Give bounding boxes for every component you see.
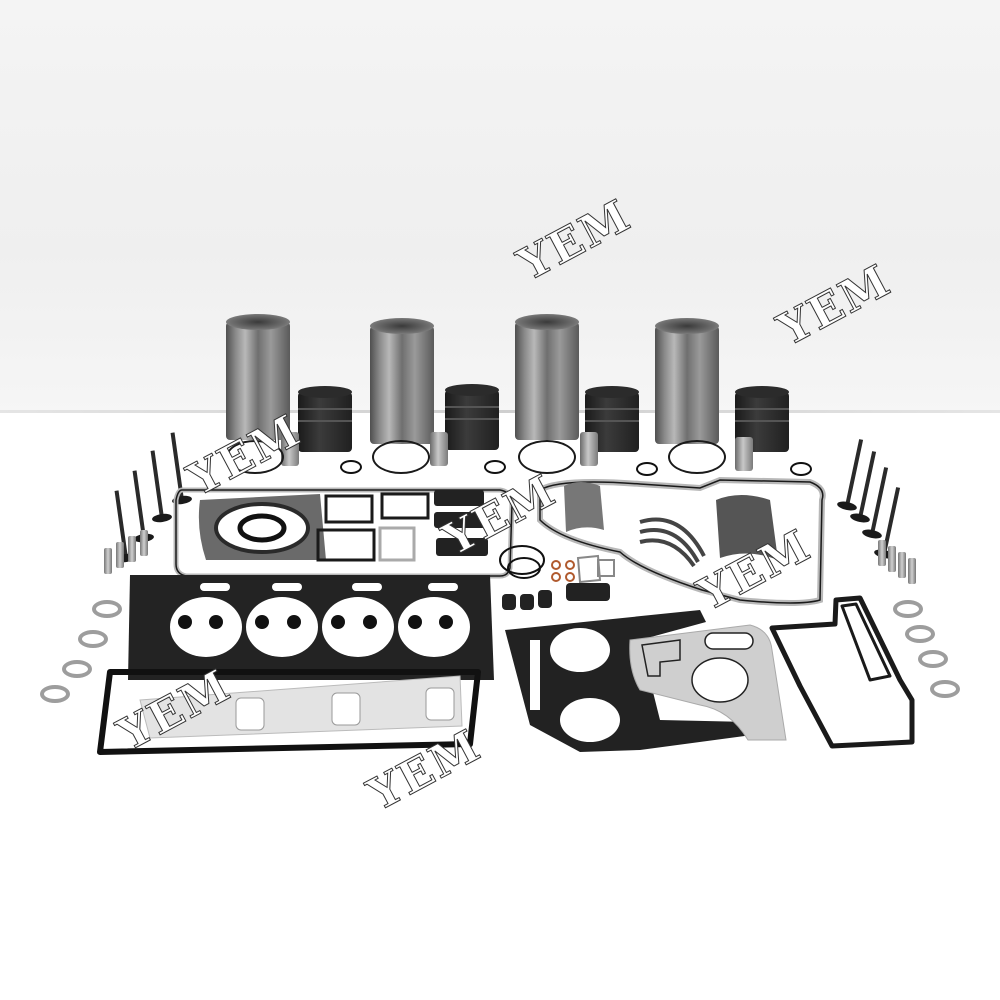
timing-cover-gasket bbox=[537, 476, 826, 606]
cylinder-liner-4 bbox=[655, 318, 719, 444]
circlip-2 bbox=[484, 460, 506, 474]
piston-4 bbox=[735, 386, 789, 452]
rear-seal-housing bbox=[198, 494, 326, 560]
cylinder-head-gasket bbox=[128, 575, 494, 680]
piston-pin-1 bbox=[281, 432, 299, 466]
valve-guide-left-2 bbox=[116, 542, 124, 568]
valve-seat-left-2 bbox=[78, 630, 108, 648]
o-rings bbox=[499, 545, 545, 579]
valve-guide-right-2 bbox=[888, 546, 896, 572]
circlip-1 bbox=[340, 460, 362, 474]
cylinder-liner-2 bbox=[370, 318, 434, 444]
horizon-line bbox=[0, 410, 1000, 413]
main-bearing-stack bbox=[564, 482, 604, 532]
circlip-3 bbox=[636, 462, 658, 476]
piston-pin-3 bbox=[580, 432, 598, 466]
piston-ring-set-1 bbox=[226, 440, 284, 474]
valve-seat-left-4 bbox=[40, 685, 70, 703]
valve-guide-left-3 bbox=[128, 536, 136, 562]
small-square-gaskets bbox=[316, 492, 430, 562]
piston-ring-set-4 bbox=[668, 440, 726, 474]
piston-2 bbox=[445, 384, 499, 450]
circlip-4 bbox=[790, 462, 812, 476]
front-plate-gasket bbox=[505, 610, 752, 752]
backdrop bbox=[0, 0, 1000, 420]
valve-seat-right-1 bbox=[893, 600, 923, 618]
piston-pin-4 bbox=[735, 437, 753, 471]
cover-gaskets bbox=[434, 490, 488, 556]
oil-cooler-gasket bbox=[769, 595, 915, 749]
valve-guide-left-1 bbox=[104, 548, 112, 574]
valve-seat-left-3 bbox=[62, 660, 92, 678]
piston-pin-2 bbox=[430, 432, 448, 466]
valve-cover-gasket bbox=[97, 669, 481, 755]
valve-seat-right-3 bbox=[918, 650, 948, 668]
exhaust-manifold-gasket bbox=[139, 675, 463, 739]
piston-ring-set-3 bbox=[518, 440, 576, 474]
copper-washers bbox=[551, 560, 575, 582]
valve-guide-right-4 bbox=[908, 558, 916, 584]
valve-guide-left-4 bbox=[140, 530, 148, 556]
piston-1 bbox=[298, 386, 352, 452]
small-flange-gaskets bbox=[502, 583, 610, 610]
water-pump-gasket bbox=[629, 624, 787, 741]
oil-pan-gasket bbox=[173, 487, 515, 579]
cylinder-liner-3 bbox=[515, 314, 579, 440]
valve-seat-left-1 bbox=[92, 600, 122, 618]
valve-guide-right-3 bbox=[898, 552, 906, 578]
valve-seat-right-2 bbox=[905, 625, 935, 643]
piston-ring-set-2 bbox=[372, 440, 430, 474]
turbo-gaskets bbox=[576, 554, 615, 584]
conrod-bearing-stack bbox=[716, 495, 778, 560]
thrust-washers bbox=[639, 517, 706, 568]
valve-guide-right-1 bbox=[878, 540, 886, 566]
cylinder-liner-1 bbox=[226, 314, 290, 440]
valve-seat-right-4 bbox=[930, 680, 960, 698]
